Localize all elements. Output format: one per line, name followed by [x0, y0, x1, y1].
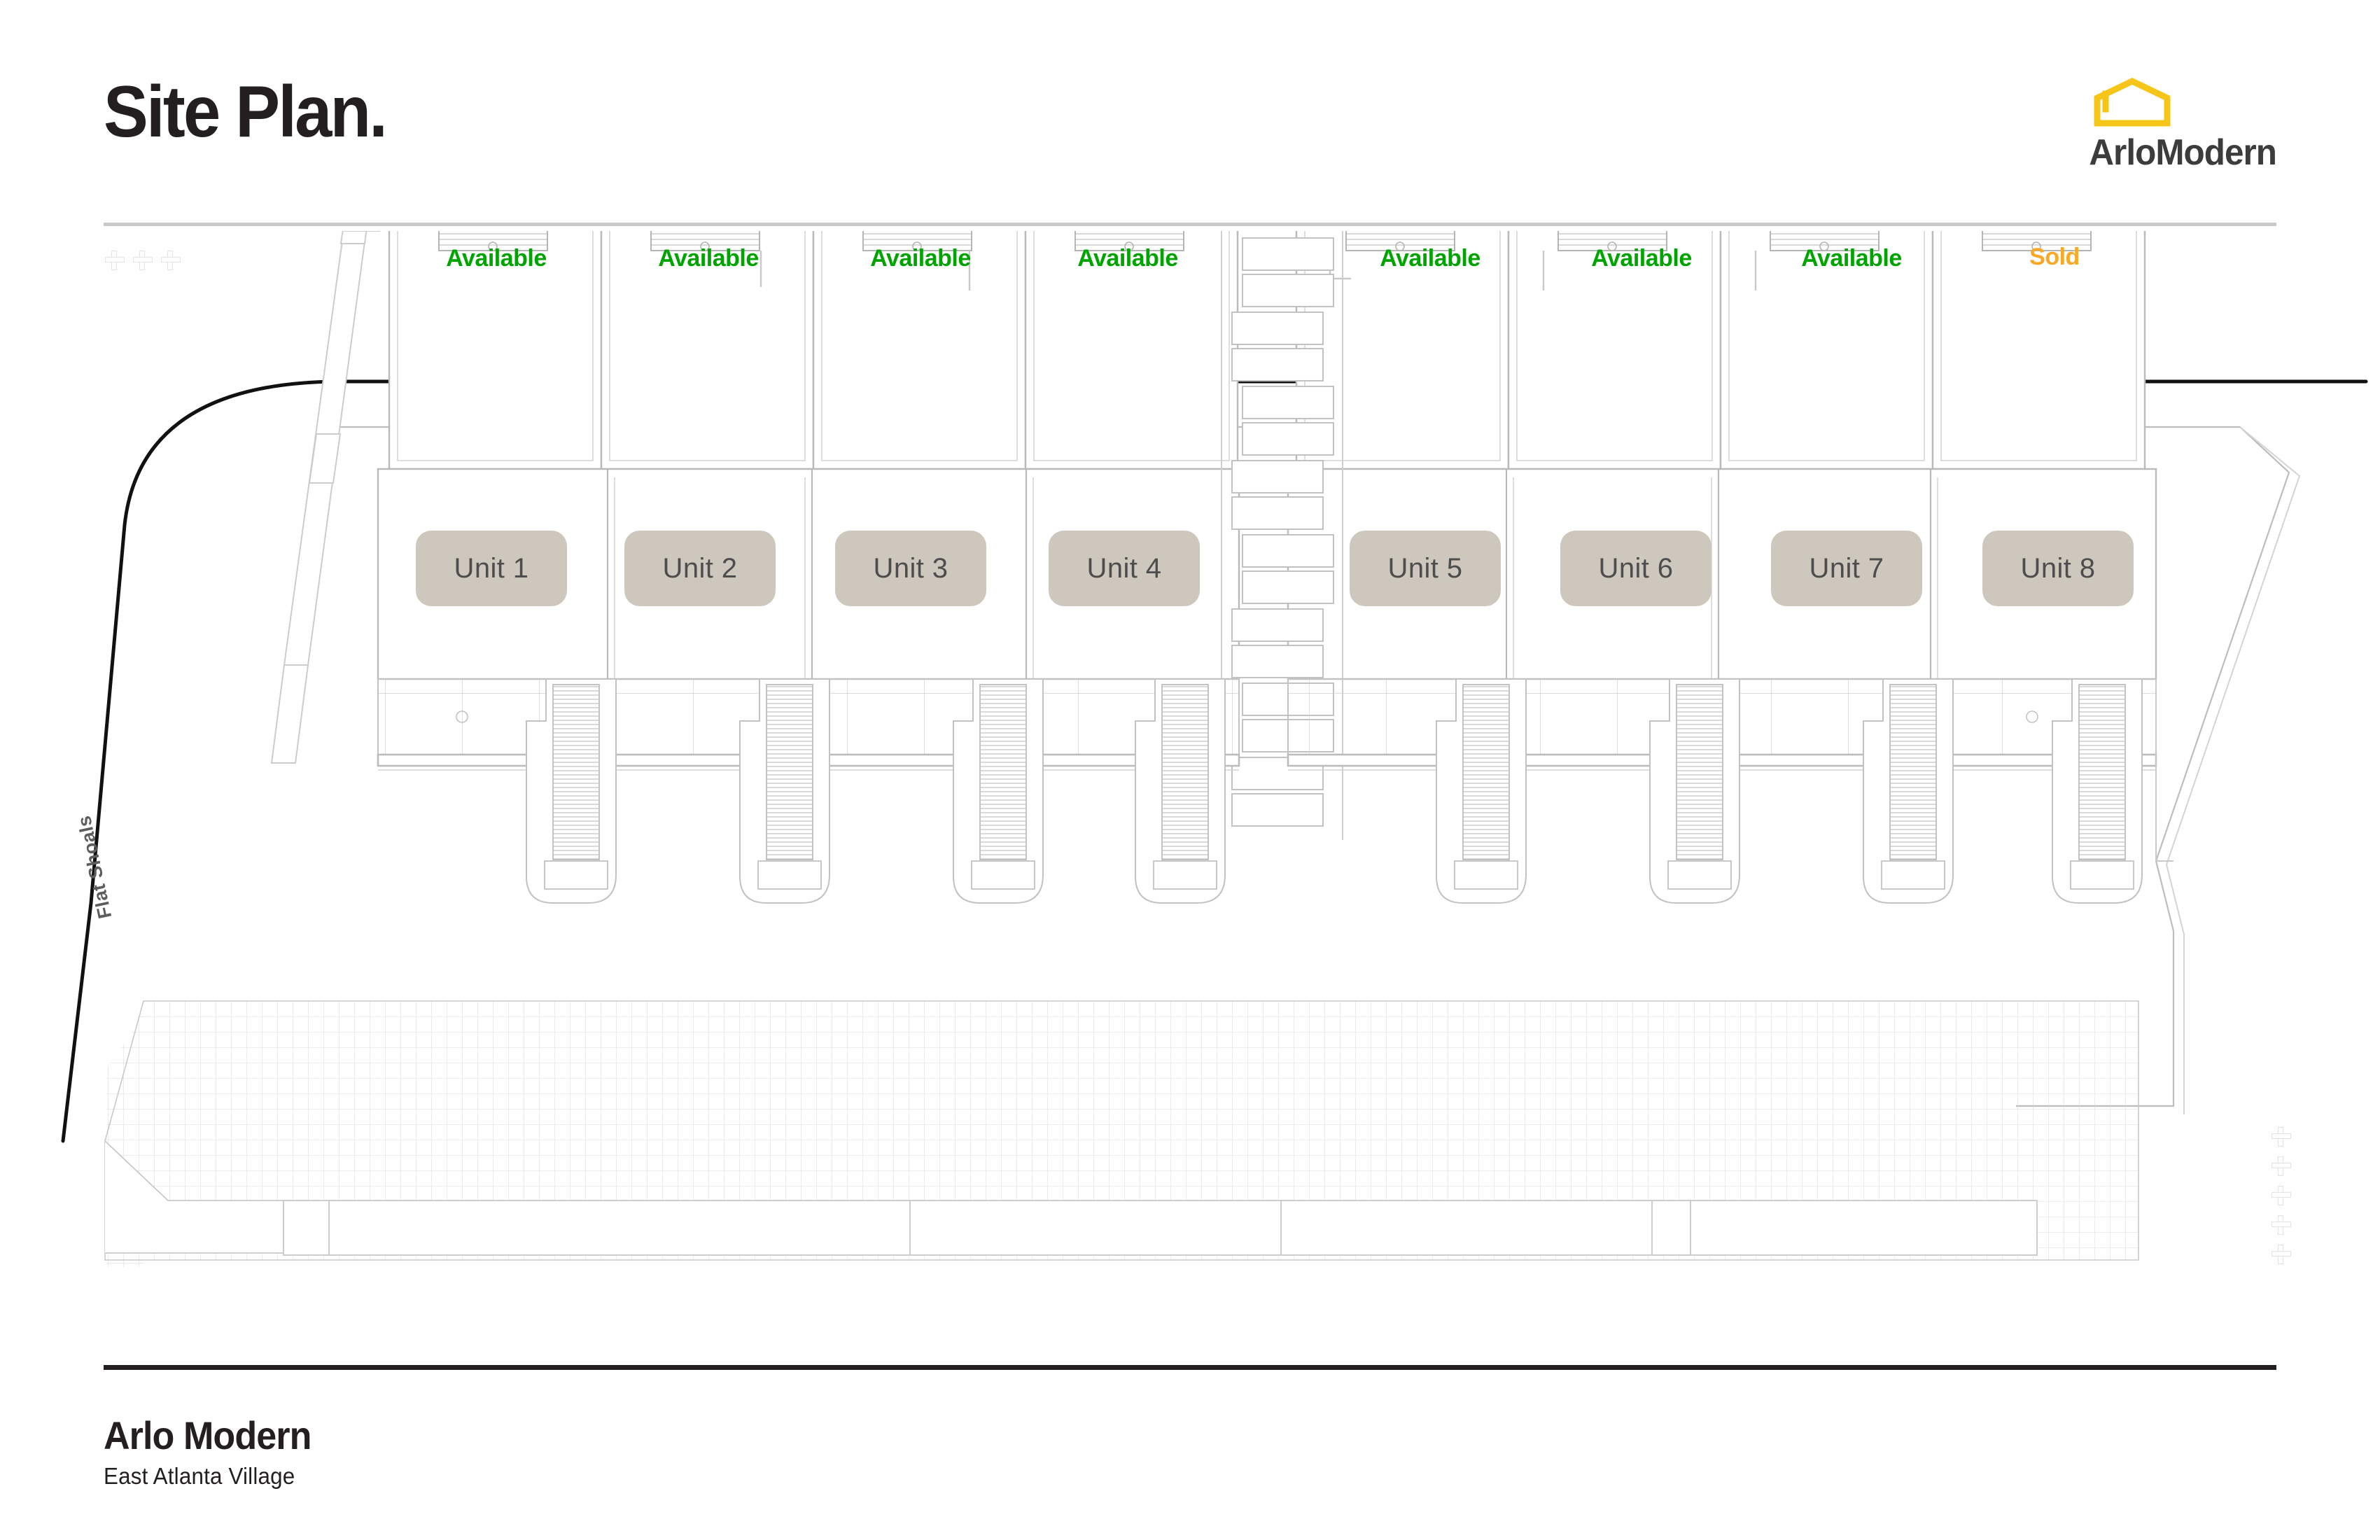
house-outline-icon [2094, 78, 2171, 127]
unit-status-7: Available [1801, 245, 1902, 272]
unit-chip-label: Unit 4 [1086, 552, 1162, 584]
unit-chip-label: Unit 2 [662, 552, 738, 584]
unit-status-5: Available [1380, 245, 1480, 272]
footer-divider [104, 1365, 2276, 1370]
brand-name: ArloModern [2089, 132, 2277, 173]
registration-mark [2272, 1245, 2291, 1264]
plan-vector [61, 231, 2368, 1267]
unit-status-4: Available [1077, 245, 1178, 272]
unit-chip-label: Unit 8 [2020, 552, 2096, 584]
unit-status-6: Available [1591, 245, 1692, 272]
unit-chip-label: Unit 3 [873, 552, 948, 584]
registration-mark [105, 251, 125, 270]
unit-chip-label: Unit 6 [1598, 552, 1674, 584]
footer-project-name: Arlo Modern [104, 1413, 312, 1457]
page-footer: Arlo Modern East Atlanta Village [0, 1323, 2380, 1540]
registration-mark [133, 251, 153, 270]
registration-mark [161, 251, 181, 270]
unit-chip-label: Unit 1 [454, 552, 529, 584]
unit-chip-7[interactable]: Unit 7 [1771, 531, 1922, 606]
registration-mark [2272, 1215, 2291, 1235]
header-divider [104, 223, 2276, 226]
page-header: Site Plan. ArloModern [0, 0, 2380, 270]
page-title: Site Plan. [104, 71, 388, 153]
unit-status-8: Sold [2029, 244, 2080, 270]
unit-chip-6[interactable]: Unit 6 [1560, 531, 1712, 606]
unit-status-2: Available [658, 245, 759, 272]
site-plan-drawing: Flat Shoals Available Available Availabl… [0, 231, 2380, 1323]
unit-chip-3[interactable]: Unit 3 [835, 531, 986, 606]
unit-chip-5[interactable]: Unit 5 [1350, 531, 1501, 606]
unit-status-1: Available [446, 245, 547, 272]
unit-chip-label: Unit 7 [1809, 552, 1884, 584]
unit-chip-8[interactable]: Unit 8 [1982, 531, 2134, 606]
unit-chip-2[interactable]: Unit 2 [624, 531, 776, 606]
brand-logo: ArloModern [2017, 77, 2277, 175]
registration-mark [2272, 1127, 2291, 1147]
unit-chip-4[interactable]: Unit 4 [1049, 531, 1200, 606]
registration-mark [2272, 1156, 2291, 1176]
registration-mark [2272, 1186, 2291, 1205]
unit-chip-1[interactable]: Unit 1 [416, 531, 567, 606]
unit-chip-label: Unit 5 [1387, 552, 1463, 584]
footer-location: East Atlanta Village [104, 1463, 295, 1489]
unit-status-3: Available [870, 245, 971, 272]
